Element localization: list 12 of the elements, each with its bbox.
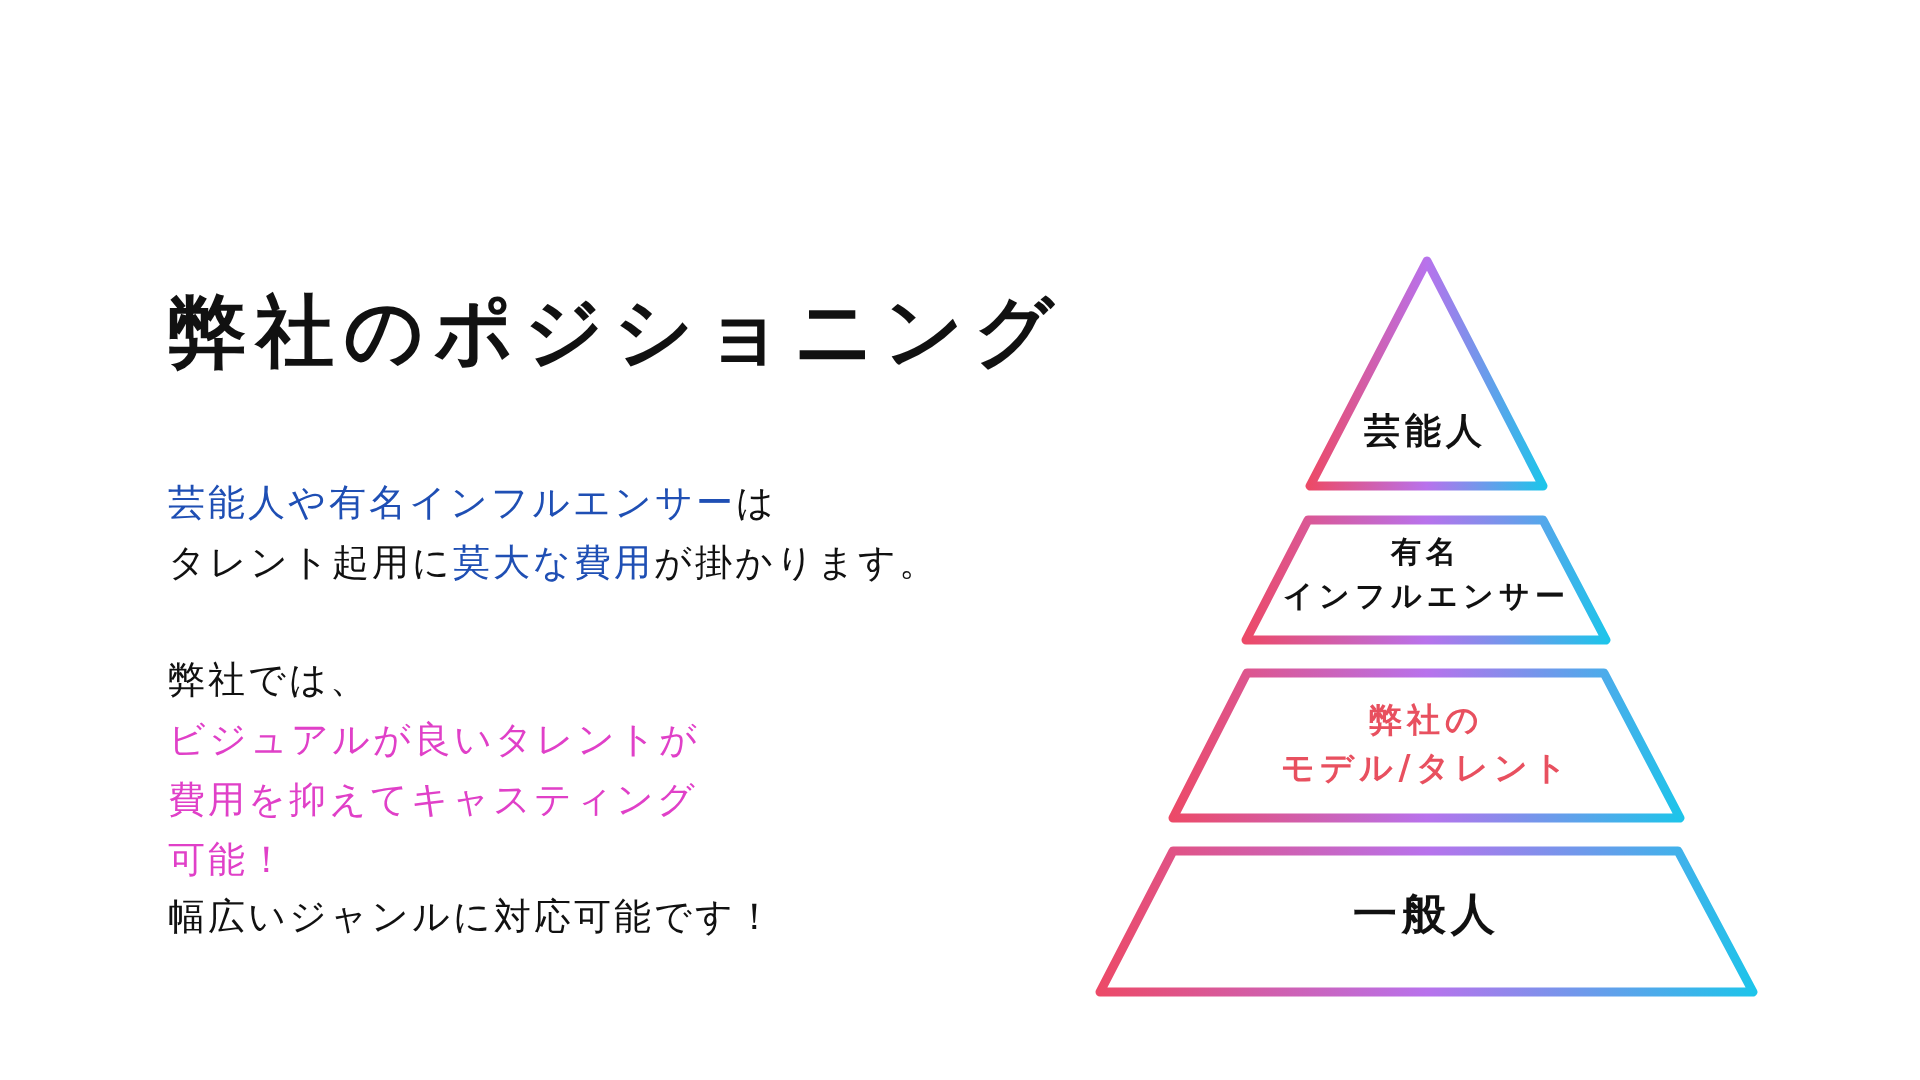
band-label: 有名インフルエンサー (1281, 533, 1571, 615)
body-text: ビジュアルが良いタレントが費用を抑えてキャスティング可能！ (168, 717, 701, 883)
pyramid-band (1093, 846, 1760, 997)
title: 弊社のポジショニング (168, 285, 1064, 378)
body-text: 芸能人や有名インフルエンサー は タレント起用に莫大な費用 が掛かります。 (168, 480, 939, 586)
band-label: 一般人 (1352, 887, 1501, 941)
band-label: 芸能人 (1362, 409, 1488, 453)
band-label: 弊社のモデル/タレント (1280, 699, 1573, 789)
pyramid-band (1240, 515, 1612, 645)
body-text: 弊社では、 (168, 657, 370, 703)
pyramid-band (1166, 668, 1687, 823)
body-text: 幅広いジャンルに対応可能です！ (168, 894, 776, 940)
